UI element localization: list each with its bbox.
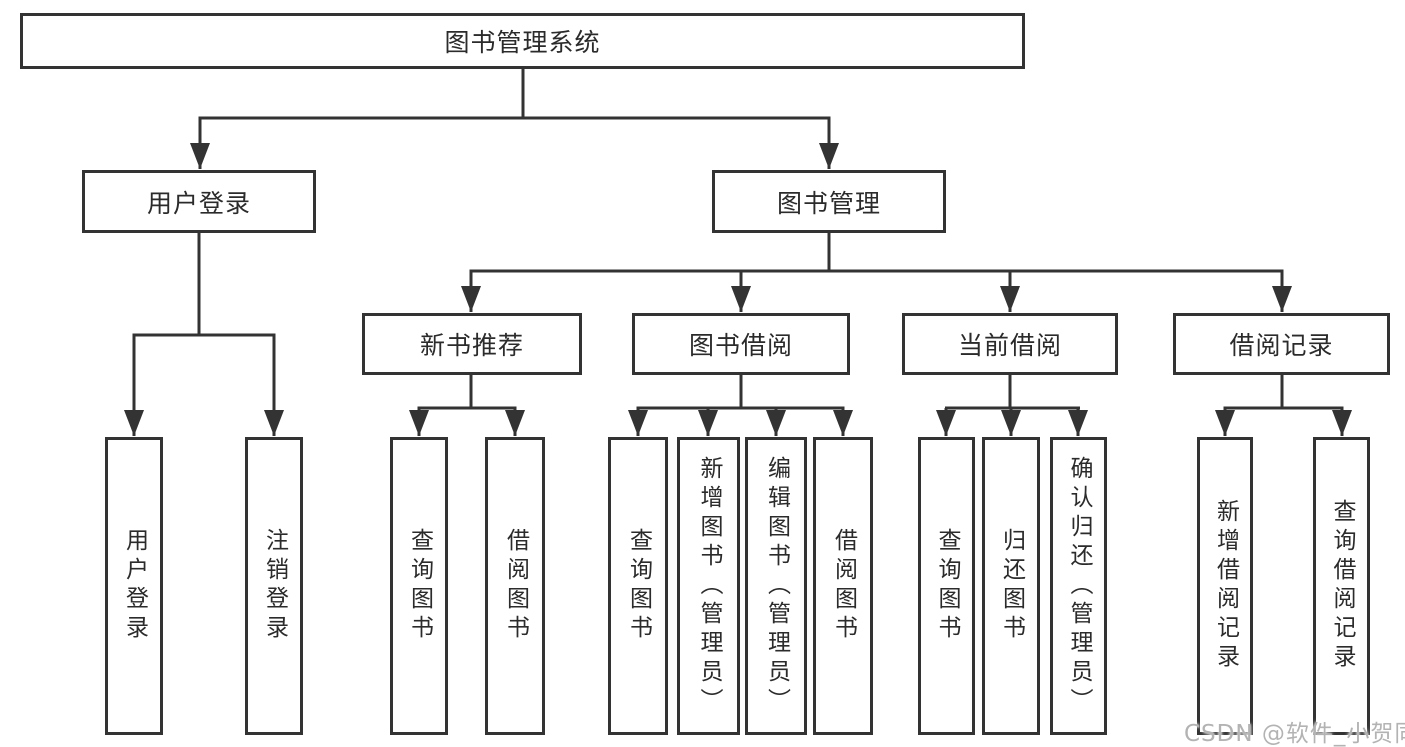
leaf-return-book-label: 归还图书 [998, 528, 1025, 644]
leaf-add-book-admin-label: 新增图书（管理员） [696, 455, 722, 717]
leaf-confirm-return-admin: 确认归还（管理员） [1050, 437, 1107, 735]
leaf-add-book-admin: 新增图书（管理员） [677, 437, 740, 735]
node-root-system: 图书管理系统 [20, 13, 1025, 69]
node-new-book-recommend: 新书推荐 [362, 313, 582, 375]
node-current-borrow: 当前借阅 [902, 313, 1118, 375]
leaf-query-borrow-record: 查询借阅记录 [1313, 437, 1370, 735]
leaf-recommend-borrow-book: 借阅图书 [485, 437, 545, 735]
leaf-add-borrow-record: 新增借阅记录 [1197, 437, 1253, 735]
leaf-borrow-borrow-book-label: 借阅图书 [830, 528, 857, 644]
leaf-logout: 注销登录 [245, 437, 303, 735]
leaf-edit-book-admin: 编辑图书（管理员） [745, 437, 807, 735]
leaf-borrow-borrow-book: 借阅图书 [813, 437, 873, 735]
leaf-borrow-query-book-label: 查询图书 [625, 528, 652, 644]
leaf-logout-label: 注销登录 [261, 528, 288, 644]
csdn-watermark: CSDN @软件_小贺同学 [1184, 721, 1405, 747]
node-borrow-records: 借阅记录 [1173, 313, 1390, 375]
node-book-borrow: 图书借阅 [632, 313, 850, 375]
leaf-recommend-borrow-book-label: 借阅图书 [502, 528, 529, 644]
leaf-user-login: 用户登录 [105, 437, 163, 735]
node-book-management: 图书管理 [712, 170, 946, 233]
leaf-user-login-label: 用户登录 [121, 528, 148, 644]
leaf-return-book: 归还图书 [982, 437, 1040, 735]
leaf-confirm-return-admin-label: 确认归还（管理员） [1066, 455, 1092, 717]
leaf-current-query-book-label: 查询图书 [934, 528, 960, 644]
node-user-login: 用户登录 [82, 170, 316, 233]
leaf-current-query-book: 查询图书 [918, 437, 975, 735]
leaf-recommend-query-book: 查询图书 [390, 437, 448, 735]
leaf-borrow-query-book: 查询图书 [608, 437, 668, 735]
leaf-recommend-query-book-label: 查询图书 [406, 528, 433, 644]
leaf-edit-book-admin-label: 编辑图书（管理员） [763, 455, 790, 717]
leaf-add-borrow-record-label: 新增借阅记录 [1212, 499, 1239, 673]
leaf-query-borrow-record-label: 查询借阅记录 [1329, 499, 1355, 673]
